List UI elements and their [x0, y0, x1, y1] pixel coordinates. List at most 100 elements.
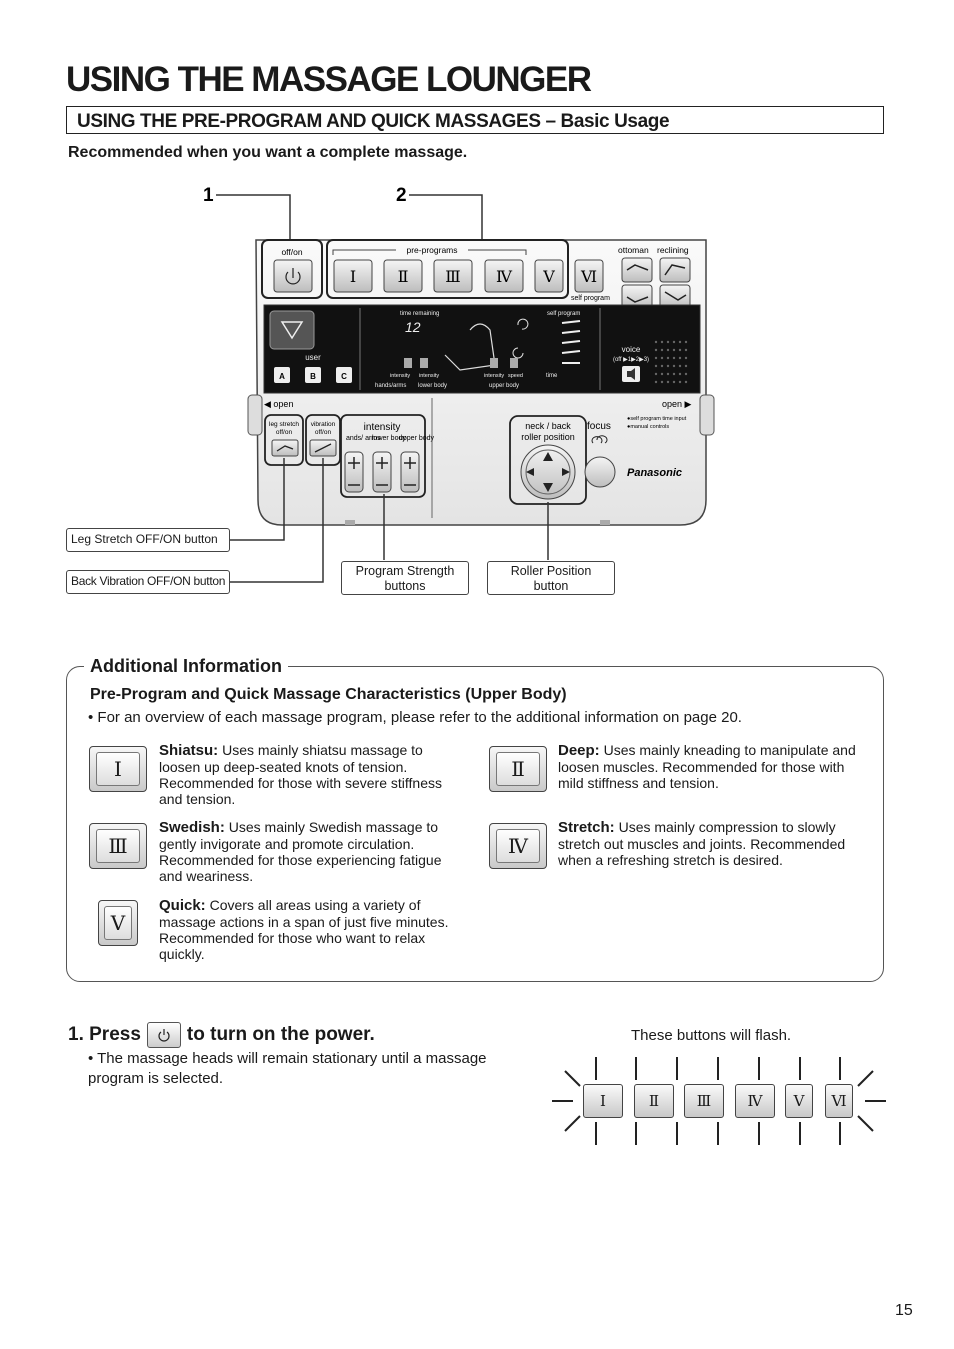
- program-2-text: Uses mainly kneading to manipulate and l…: [558, 742, 856, 791]
- user-c-button[interactable]: [336, 367, 352, 383]
- left-tab: [247, 394, 263, 436]
- step-1-prefix: 1. Press: [68, 1024, 141, 1045]
- additional-info-heading: Additional Information: [84, 656, 288, 677]
- program-5-name: Quick:: [159, 897, 206, 914]
- program-4-text: Uses mainly compression to slowly stretc…: [558, 819, 846, 868]
- roller-position-label: roller position: [521, 432, 575, 442]
- flash-label: These buttons will flash.: [631, 1027, 792, 1044]
- program-1-name: Shiatsu:: [159, 742, 219, 759]
- program-strength-line2: buttons: [384, 579, 426, 593]
- program-1-text: Uses mainly shiatsu massage to loosen up…: [159, 742, 442, 807]
- rotation-icons: [512, 318, 529, 359]
- pre-program-buttons: Ⅰ Ⅱ Ⅲ Ⅳ Ⅴ Ⅵ: [333, 259, 604, 293]
- program-3-icon: Ⅲ: [89, 823, 147, 869]
- program-1-icon: Ⅰ: [89, 746, 147, 792]
- neck-back-label: neck / back: [525, 421, 571, 431]
- hands-arms-strength-button[interactable]: [344, 451, 364, 493]
- program-5-button[interactable]: [534, 259, 564, 293]
- leg-stretch-button[interactable]: [271, 439, 299, 457]
- program-4-description: Stretch: Uses mainly compression to slow…: [558, 819, 873, 868]
- lower-body-label: lower body: [418, 383, 447, 389]
- user-program-button[interactable]: [269, 310, 315, 350]
- focus-button[interactable]: [584, 456, 616, 488]
- flash-rays: [552, 1057, 886, 1145]
- program-strength-callout: Program Strength buttons: [341, 561, 469, 595]
- time-label: time: [546, 373, 558, 379]
- intensity-bar-2: [420, 358, 428, 368]
- self-program-indicators: [561, 320, 581, 364]
- user-b-label: B: [310, 372, 316, 381]
- ottoman-down-icon: [626, 296, 649, 303]
- pre-programs-bracket: [332, 249, 527, 255]
- power-icon: [285, 268, 301, 285]
- pre-programs-highlight: [326, 239, 569, 299]
- plus-minus-icons: [348, 457, 416, 486]
- program-1-icon-numeral: Ⅰ: [96, 752, 140, 786]
- flash-button-2: Ⅱ: [634, 1084, 674, 1118]
- intensity-group-label: intensity: [364, 422, 401, 433]
- lower-body-strength-button[interactable]: [372, 451, 392, 493]
- flash-button-3: Ⅲ: [684, 1084, 724, 1118]
- intensity-label-1: intensity: [390, 373, 410, 379]
- vibration-icon: [314, 443, 332, 453]
- program-1-description: Shiatsu: Uses mainly shiatsu massage to …: [159, 742, 459, 807]
- callout-line-2: [409, 194, 483, 240]
- intensity-highlight: [340, 414, 426, 498]
- vibration-sub-label: off/on: [315, 429, 332, 436]
- section-subtitle-box: USING THE PRE-PROGRAM AND QUICK MASSAGES…: [66, 106, 884, 134]
- focus-label: focus: [587, 421, 611, 432]
- intensity-bar-3: [490, 358, 498, 368]
- upper-body-short-label: upper body: [399, 435, 435, 442]
- off-on-highlight: [261, 239, 323, 299]
- program-5-numeral: Ⅴ: [542, 267, 555, 286]
- intensity-label-2: intensity: [419, 373, 439, 379]
- flash-button-4: Ⅳ: [735, 1084, 775, 1118]
- program-2-description: Deep: Uses mainly kneading to manipulate…: [558, 742, 873, 791]
- step-1-suffix: to turn on the power.: [186, 1024, 375, 1045]
- program-6-button[interactable]: [574, 259, 604, 293]
- program-4-button[interactable]: [484, 259, 524, 293]
- program-5-icon-numeral: Ⅴ: [104, 906, 132, 940]
- upper-body-strength-button[interactable]: [400, 451, 420, 493]
- pre-programs-label: pre-programs: [406, 245, 457, 255]
- program-4-numeral: Ⅳ: [496, 267, 513, 286]
- program-1-button[interactable]: [333, 259, 373, 293]
- callout-number-1: 1: [203, 185, 214, 206]
- characteristics-subheading: Pre-Program and Quick Massage Characteri…: [90, 686, 567, 703]
- roller-position-button[interactable]: [520, 444, 576, 500]
- manual-controls-label: ●manual controls: [627, 424, 669, 430]
- flash-button-5: Ⅴ: [785, 1084, 813, 1118]
- speaker-icon: [627, 368, 635, 380]
- program-2-button[interactable]: [383, 259, 423, 293]
- roller-position-line1: Roller Position: [510, 564, 592, 578]
- recline-up-button[interactable]: [659, 257, 691, 283]
- user-b-button[interactable]: [305, 367, 321, 383]
- speed-label: speed: [508, 373, 523, 379]
- user-a-button[interactable]: [274, 367, 290, 383]
- lower-body-short-label: lower body: [372, 435, 406, 442]
- program-4-icon: Ⅳ: [489, 823, 547, 869]
- callout-number-2: 2: [396, 185, 407, 206]
- vibration-label: vibration: [311, 421, 336, 428]
- flash-button-6: Ⅵ: [825, 1084, 853, 1118]
- leg-stretch-sub-label: off/on: [276, 429, 293, 436]
- open-right-label: open ▶: [662, 399, 692, 409]
- ottoman-up-icon: [626, 264, 649, 271]
- page-title: USING THE MASSAGE LOUNGER: [66, 60, 592, 99]
- callout-line-1: [216, 194, 291, 240]
- program-6-numeral: Ⅵ: [580, 267, 597, 286]
- program-5-text: Covers all areas using a variety of mass…: [159, 897, 449, 962]
- program-3-button[interactable]: [433, 259, 473, 293]
- self-program-display-label: self program: [547, 311, 580, 317]
- ottoman-up-button[interactable]: [621, 257, 653, 283]
- roller-position-line2: button: [533, 579, 569, 593]
- upper-body-label: upper body: [489, 383, 519, 389]
- back-vibration-callout: Back Vibration OFF/ON button: [66, 570, 230, 594]
- speed-bar: [510, 358, 518, 368]
- program-strength-line1: Program Strength: [355, 564, 455, 578]
- intensity-label-3: intensity: [484, 373, 504, 379]
- triangle-icon: [280, 321, 304, 340]
- voice-label: voice: [622, 345, 641, 354]
- time-remaining-label: time remaining: [400, 311, 439, 317]
- section-subtitle: USING THE PRE-PROGRAM AND QUICK MASSAGES…: [77, 111, 670, 132]
